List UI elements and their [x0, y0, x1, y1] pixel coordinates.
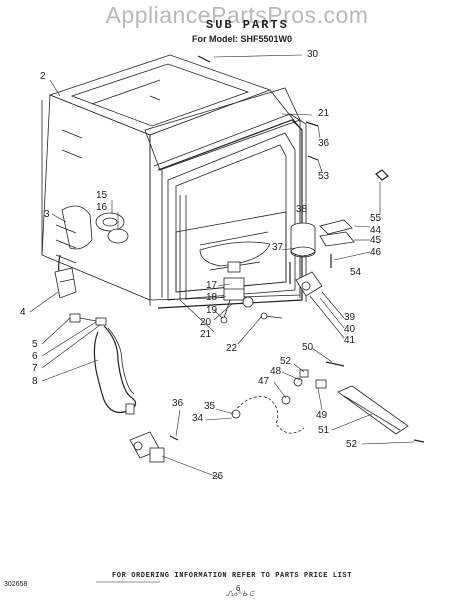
ordering-note: FOR ORDERING INFORMATION REFER TO PARTS … — [112, 572, 353, 580]
callout-37: 37 — [272, 242, 284, 253]
callout-53: 53 — [318, 171, 330, 182]
callout-55: 55 — [370, 213, 382, 224]
callout-21: 21 — [318, 108, 330, 119]
inlet-valve — [129, 431, 179, 463]
pump-parts — [220, 261, 283, 324]
callout-50: 50 — [302, 342, 314, 353]
callout-35: 35 — [204, 401, 216, 412]
callout-22: 22 — [226, 343, 238, 354]
callout-49: 49 — [316, 410, 328, 421]
callout-5: 5 — [32, 339, 38, 350]
callout-36b: 36 — [172, 398, 184, 409]
callout-51: 51 — [318, 425, 330, 436]
door-gasket — [149, 113, 307, 309]
callout-46: 46 — [370, 247, 382, 258]
model-label: For Model: SHF5501W0 — [192, 34, 293, 44]
callout-34: 34 — [192, 413, 204, 424]
callout-26: 26 — [212, 471, 224, 482]
callout-6: 6 — [32, 351, 38, 362]
callout-45: 45 — [370, 235, 382, 246]
callout-2: 2 — [40, 71, 46, 82]
leader-lines — [29, 54, 415, 583]
handwritten-scribble: ᔑᔕᐤ-ᑲ·ᕮ — [226, 591, 255, 598]
page-title: SUB PARTS — [206, 18, 289, 32]
motor-and-valve-parts — [54, 205, 129, 326]
callout-30: 30 — [307, 49, 319, 60]
callout-54: 54 — [350, 267, 362, 278]
callout-38: 38 — [296, 204, 308, 215]
callout-39: 39 — [344, 312, 356, 323]
callout-20: 20 — [200, 317, 212, 328]
callout-21b: 21 — [200, 329, 212, 340]
page-number: 6 — [236, 584, 241, 593]
callout-18: 18 — [206, 292, 218, 303]
heater-bar-parts — [231, 361, 425, 443]
callout-47: 47 — [258, 376, 270, 387]
callout-44: 44 — [370, 225, 382, 236]
callout-15: 15 — [96, 190, 108, 201]
callout-41: 41 — [344, 335, 356, 346]
callout-4: 4 — [20, 307, 26, 318]
callout-52b: 52 — [346, 439, 358, 450]
callout-16: 16 — [96, 202, 108, 213]
callout-17: 17 — [206, 280, 218, 291]
callout-52: 52 — [280, 356, 292, 367]
fill-hose — [93, 325, 137, 415]
callout-40: 40 — [344, 324, 356, 335]
callout-8: 8 — [32, 376, 38, 387]
callout-36: 36 — [318, 138, 330, 149]
callout-19: 19 — [206, 305, 218, 316]
watermark: AppliancePartsPros.com — [105, 2, 369, 28]
right-side-parts — [197, 55, 389, 297]
callout-3: 3 — [44, 209, 50, 220]
document-number: 302658 — [4, 581, 28, 588]
tub-assembly — [41, 54, 301, 301]
callout-48: 48 — [270, 366, 282, 377]
callout-7: 7 — [32, 363, 38, 374]
